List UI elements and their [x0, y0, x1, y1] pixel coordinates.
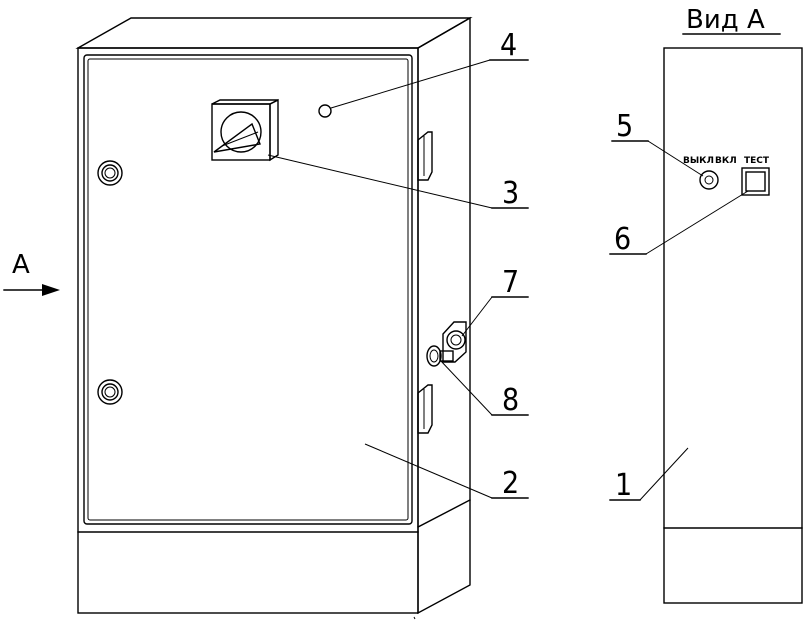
side-handle-icon	[417, 131, 433, 181]
side-plinth-edge	[417, 499, 471, 528]
svg-text:4: 4	[500, 28, 517, 63]
bottom-tick	[413, 616, 416, 620]
selector-switch-icon	[699, 170, 719, 190]
svg-text:2: 2	[502, 466, 519, 501]
svg-text:5: 5	[616, 109, 633, 144]
hinge-icon	[97, 160, 123, 186]
svg-text:3: 3	[502, 176, 519, 211]
callout-8: 8	[439, 359, 529, 418]
svg-text:6: 6	[614, 222, 631, 257]
callout-5: 5	[611, 109, 704, 177]
view-a-title: Вид А	[686, 5, 765, 35]
callout-2: 2	[364, 443, 529, 501]
svg-text:8: 8	[502, 383, 519, 418]
test-button-label: ТЕСТ	[744, 156, 770, 166]
switch-label-on: ВКЛ	[715, 156, 737, 166]
hinge-icon	[97, 379, 123, 405]
callout-4: 4	[330, 28, 529, 109]
side-view-body	[663, 47, 803, 604]
key-switch-icon	[442, 321, 467, 363]
svg-text:7: 7	[502, 265, 519, 300]
callout-6: 6	[609, 190, 749, 257]
door-inner-edge	[87, 58, 409, 521]
lock-icon	[426, 345, 454, 367]
test-button-icon	[741, 167, 770, 196]
cabinet-front-view	[75, 16, 473, 620]
callout-1: 1	[609, 447, 689, 503]
view-arrow-label: А	[12, 250, 30, 280]
cabinet-front-face	[77, 47, 419, 614]
callout-7: 7	[461, 265, 529, 337]
svg-text:1: 1	[615, 468, 632, 503]
side-handle-icon	[417, 384, 433, 434]
rotary-switch-icon	[211, 98, 279, 162]
callout-3: 3	[267, 154, 529, 211]
cabinet-top-face	[75, 17, 473, 49]
view-direction-arrow	[3, 284, 60, 296]
indicator-lamp-icon	[318, 104, 332, 118]
cabinet-door	[83, 54, 413, 525]
switch-label-off: ВЫКЛ	[683, 156, 714, 166]
cabinet-side-face	[417, 16, 471, 615]
cabinet-side-view: ВЫКЛ ВКЛ ТЕСТ	[663, 47, 803, 604]
